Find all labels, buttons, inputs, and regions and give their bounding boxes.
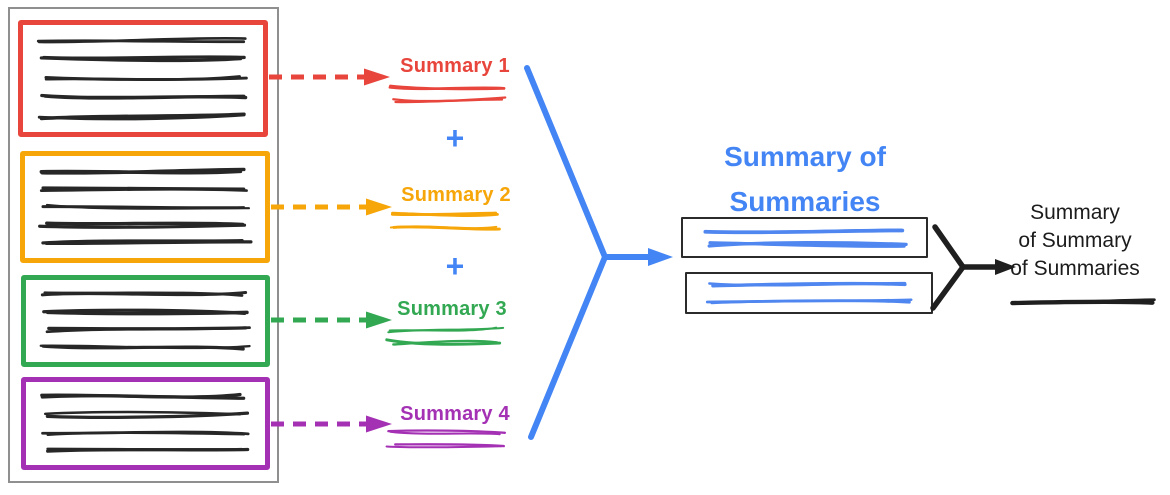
plus-sign-2: + bbox=[445, 248, 465, 284]
summary-box-scribble-1 bbox=[701, 223, 912, 252]
dashed-arrow-3 bbox=[271, 311, 392, 329]
summary-scribble-1 bbox=[386, 82, 512, 106]
summary-of-summaries-title: Summary of Summaries bbox=[695, 134, 915, 224]
title-line-1: Summary of bbox=[724, 141, 886, 172]
blue-merge-arrow bbox=[524, 65, 673, 440]
black-merge-arrow bbox=[930, 224, 1016, 311]
summary-box-1 bbox=[681, 217, 928, 258]
dashed-arrow-1 bbox=[269, 68, 390, 86]
final-label-line-1: Summary bbox=[1030, 201, 1120, 224]
doc-text-scribble-orange bbox=[37, 162, 253, 252]
doc-text-scribble-green bbox=[38, 286, 253, 356]
doc-section-orange bbox=[20, 151, 270, 263]
summary-label-3: Summary 3 bbox=[397, 298, 507, 320]
final-label-line-3: of Summaries bbox=[1010, 257, 1140, 280]
doc-text-scribble-red bbox=[35, 31, 251, 126]
doc-section-purple bbox=[21, 377, 270, 470]
summary-scribble-4 bbox=[384, 426, 510, 452]
summary-label-1: Summary 1 bbox=[400, 55, 510, 77]
summary-label-4: Summary 4 bbox=[400, 403, 510, 425]
doc-section-green bbox=[21, 275, 270, 367]
summary-box-2 bbox=[685, 272, 933, 314]
doc-text-scribble-purple bbox=[38, 388, 253, 459]
final-label-line-2: of Summary bbox=[1018, 229, 1132, 252]
doc-section-red bbox=[18, 20, 268, 137]
final-summary-label: Summary of Summary of Summaries bbox=[995, 199, 1155, 283]
summary-label-2: Summary 2 bbox=[401, 184, 511, 206]
plus-sign-1: + bbox=[445, 120, 465, 156]
summary-box-scribble-2 bbox=[705, 278, 917, 308]
summary-scribble-2 bbox=[388, 209, 506, 233]
title-line-2: Summaries bbox=[729, 186, 881, 217]
final-summary-scribble bbox=[1008, 292, 1166, 310]
dashed-arrow-2 bbox=[271, 198, 392, 216]
dashed-arrow-4 bbox=[271, 415, 392, 433]
summary-scribble-3 bbox=[384, 324, 506, 348]
